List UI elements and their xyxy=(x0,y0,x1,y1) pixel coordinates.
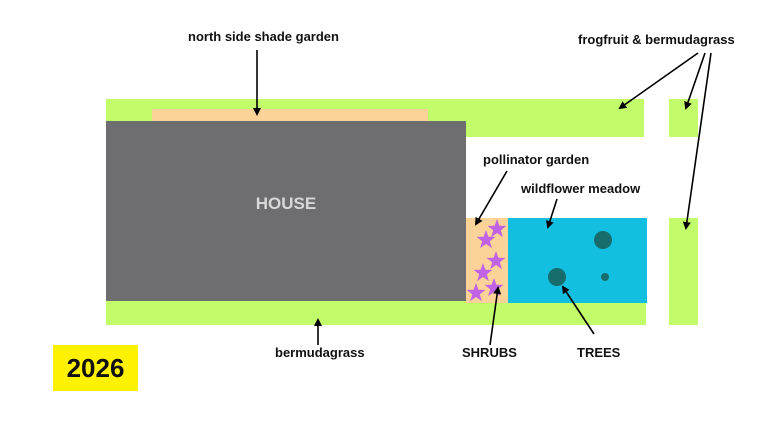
pollinator-label: pollinator garden xyxy=(483,152,590,167)
year-badge: 2026 xyxy=(53,345,138,391)
frogfruit-strip-small xyxy=(669,99,698,137)
shrubs-label: SHRUBS xyxy=(462,345,517,360)
arrow-icon xyxy=(546,198,558,229)
arrow-icon xyxy=(474,170,508,226)
shrub-group xyxy=(466,219,507,302)
star-shrub-icon xyxy=(486,251,506,270)
arrow-icon xyxy=(561,285,595,335)
arrow-icon xyxy=(489,286,502,346)
star-shrub-icon xyxy=(484,278,504,297)
star-shrub-icon xyxy=(476,230,496,249)
frogfruit-strip-main xyxy=(466,99,644,137)
south-grass-strip xyxy=(106,301,646,325)
bermudagrass-label: bermudagrass xyxy=(275,345,365,360)
star-shrub-icon xyxy=(487,219,507,238)
wildflower-label: wildflower meadow xyxy=(521,181,641,196)
arrow-icon xyxy=(684,52,706,110)
year-text: 2026 xyxy=(66,352,125,383)
shade-garden-label: north side shade garden xyxy=(188,29,339,44)
tree-icon xyxy=(601,273,609,281)
shade-garden-bed xyxy=(152,109,428,122)
frogfruit-strip-side xyxy=(669,218,698,325)
arrow-icon xyxy=(618,52,699,110)
house-label: HOUSE xyxy=(255,194,317,213)
star-shrub-icon xyxy=(473,263,493,282)
tree-icon xyxy=(594,231,612,249)
arrow-icon xyxy=(682,52,712,230)
frogfruit-label: frogfruit & bermudagrass xyxy=(578,32,735,47)
house xyxy=(106,121,466,302)
star-shrub-icon xyxy=(466,283,486,302)
wildflower-meadow xyxy=(508,218,647,303)
trees-label: TREES xyxy=(577,345,621,360)
tree-icon xyxy=(548,268,566,286)
